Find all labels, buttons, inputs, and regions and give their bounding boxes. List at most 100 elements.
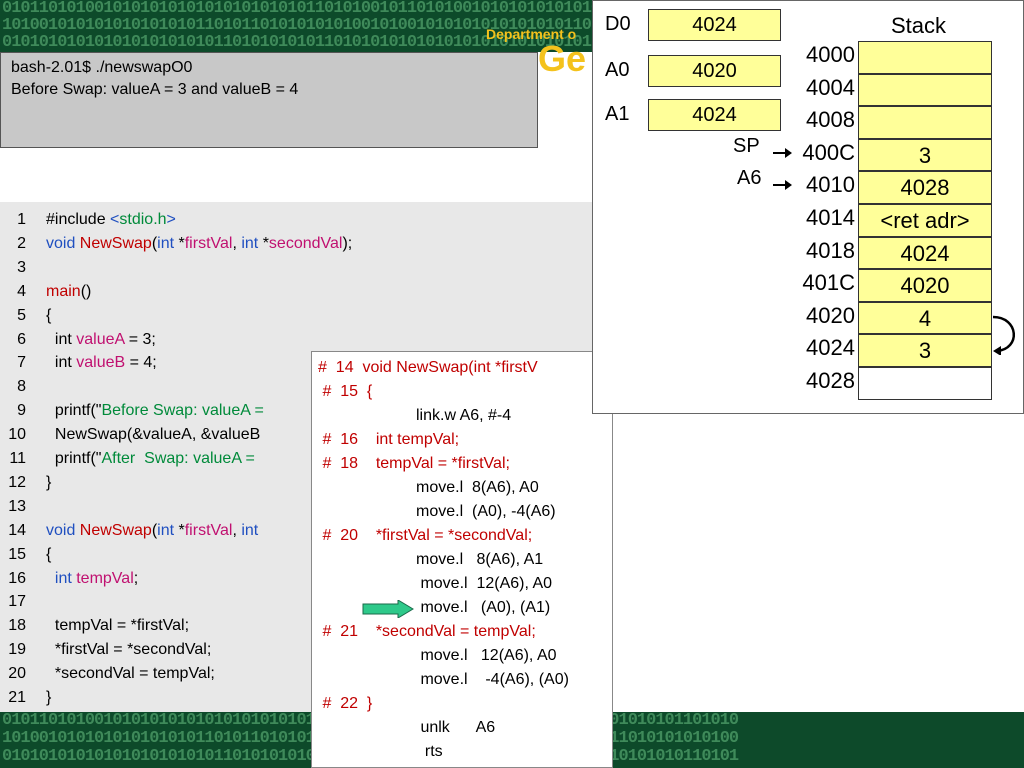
code-token: void: [46, 234, 80, 252]
assembly-line-current: move.l (A0), (A1): [416, 599, 551, 616]
line-number: 9: [17, 402, 26, 420]
source-line: 10 NewSwap(&valueA, &valueB: [0, 423, 260, 446]
code-token: (: [151, 234, 158, 252]
code-token: (): [80, 282, 92, 300]
code-token: *: [178, 234, 185, 252]
line-number: 2: [17, 234, 26, 252]
line-number: 14: [8, 521, 26, 539]
line-number: 6: [17, 330, 26, 348]
line-number: 16: [8, 569, 26, 587]
register-value-a1: 4024: [648, 99, 781, 131]
source-line: 18 tempVal = *firstVal;: [0, 614, 189, 637]
line-number: 8: [17, 378, 26, 396]
code-token: *: [178, 521, 185, 539]
department-label: Department o: [486, 26, 577, 42]
code-token: (: [151, 521, 158, 539]
assembly-line: move.l -4(A6), (A0): [416, 671, 569, 688]
stack-cell: [858, 367, 992, 400]
line-number: 4: [17, 282, 26, 300]
source-line: 16 int tempVal;: [0, 567, 138, 590]
stack-cell: 4: [858, 301, 992, 335]
code-token: );: [342, 234, 353, 252]
line-number: 1: [17, 211, 26, 228]
code-token: ,: [232, 234, 242, 252]
stack-cell: [858, 106, 992, 139]
source-line: 15{: [0, 543, 51, 566]
slide-title-fragment: Ge: [538, 38, 587, 79]
assembly-line: # 16 int tempVal;: [318, 431, 460, 448]
code-token: *: [262, 234, 269, 252]
code-token: int: [46, 569, 77, 587]
stack-address: 4024: [806, 335, 855, 361]
code-token: valueA: [76, 330, 125, 348]
line-number: 19: [8, 641, 26, 659]
stack-address: 4010: [806, 172, 855, 198]
code-token: secondVal: [268, 234, 343, 252]
source-line: 21}: [0, 686, 51, 709]
code-token: int: [46, 354, 77, 372]
line-number: 7: [17, 354, 26, 372]
register-label-a1: A1: [605, 103, 630, 125]
source-line: 17: [0, 590, 46, 613]
stack-cell: 3: [858, 138, 992, 172]
register-label-d0: D0: [605, 13, 631, 35]
line-number: 13: [8, 497, 26, 515]
binary-row: 0101101010010101010101010101010101101010…: [2, 0, 739, 18]
code-token: <: [110, 211, 120, 228]
stack-address: 4004: [806, 74, 855, 100]
assembly-line: # 15 {: [318, 383, 373, 400]
code-token: valueB: [76, 354, 126, 372]
line-number: 20: [8, 665, 26, 683]
assembly-line: move.l 12(A6), A0: [416, 647, 557, 664]
source-line: 3: [0, 256, 46, 279]
terminal-line: bash-2.01$ ./newswapO0: [11, 59, 193, 76]
stack-cell: 3: [858, 334, 992, 367]
stack-address: 4008: [806, 107, 855, 133]
code-token: *firstVal = *secondVal;: [46, 641, 212, 659]
line-number: 15: [8, 545, 26, 563]
line-number: 5: [17, 306, 26, 324]
assembly-line: link.w A6, #-4: [416, 407, 512, 424]
source-line: 6 int valueA = 3;: [0, 328, 156, 351]
stack-address: 4014: [806, 205, 855, 230]
pointer-arrow-icon: [773, 147, 792, 158]
code-token: printf(": [46, 450, 102, 467]
current-instruction-arrow-icon: [362, 600, 414, 618]
code-token: = 3;: [124, 330, 156, 348]
code-token: tempVal = *firstVal;: [46, 617, 190, 635]
binary-row: 0101010101010101010101011010101010110101…: [2, 33, 739, 52]
code-token: ;: [133, 569, 139, 587]
code-token: firstVal: [184, 521, 233, 539]
line-number: 3: [17, 258, 26, 276]
stack-address: 401C: [802, 270, 855, 296]
code-token: int: [46, 330, 77, 348]
assembly-line: move.l (A0), -4(A6): [416, 503, 556, 520]
slide-title: Ge: [60, 38, 586, 80]
source-line: 11 printf("After Swap: valueA =: [0, 447, 255, 470]
code-token: firstVal: [184, 234, 233, 252]
code-token: #include: [46, 211, 111, 228]
source-line: 4 main(): [0, 280, 91, 303]
binary-row: 1010010101010101010101101011010101010100…: [2, 16, 739, 35]
code-token: After Swap: valueA =: [101, 450, 255, 467]
code-token: main: [46, 282, 81, 300]
register-value-d0: 4024: [648, 9, 781, 41]
code-token: NewSwap: [79, 234, 152, 252]
swap-curve-arrow-icon: [992, 315, 1015, 355]
code-token: ,: [232, 521, 242, 539]
pointer-label-sp: SP: [733, 134, 760, 157]
source-line: 9 printf("Before Swap: valueA =: [0, 399, 264, 422]
assembly-line: move.l 8(A6), A0: [416, 479, 539, 496]
stack-cell: 4020: [858, 269, 992, 302]
line-number: 21: [8, 689, 26, 706]
stack-address: 400C: [802, 139, 855, 165]
stack-cell: [858, 73, 992, 107]
code-token: >: [166, 211, 176, 228]
assembly-line: rts: [416, 743, 443, 760]
stack-address: 4028: [806, 368, 855, 393]
stack-cell: 4024: [858, 236, 992, 270]
line-number: 10: [8, 426, 26, 444]
code-token: Before Swap: valueA =: [101, 402, 264, 420]
